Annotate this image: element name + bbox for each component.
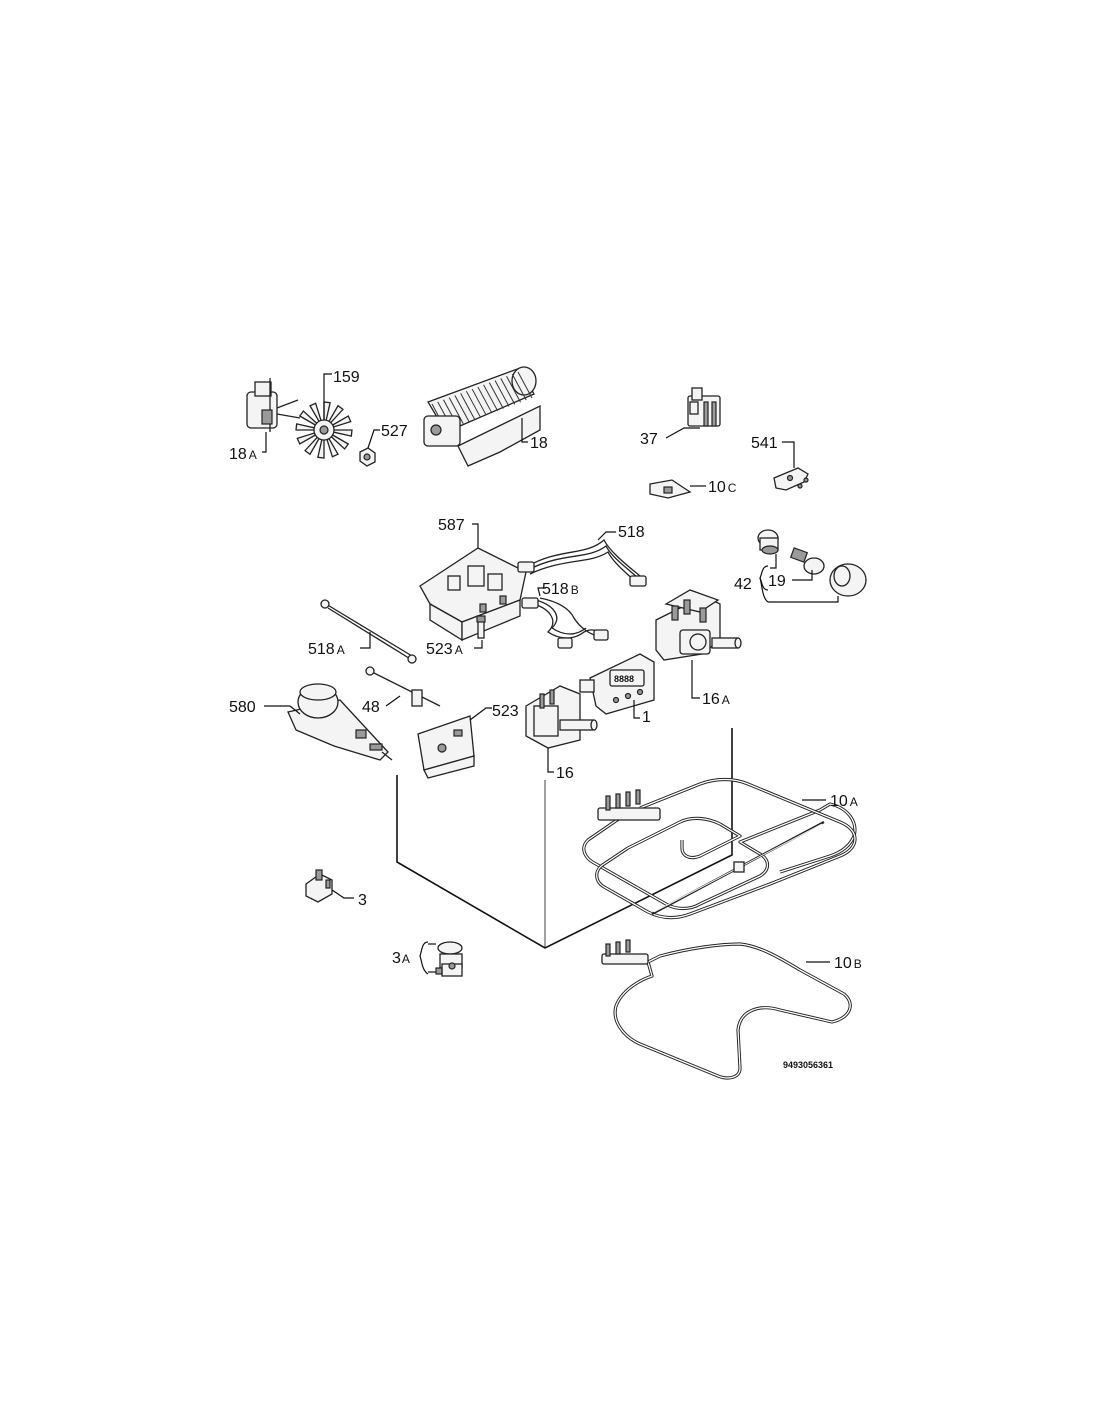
lamp-cover[interactable]	[829, 563, 867, 597]
grill-heating-element-10a[interactable]	[582, 777, 857, 920]
wire-harness-518b[interactable]	[521, 597, 609, 649]
fan-rib	[517, 371, 533, 399]
callout-1: 1	[642, 709, 651, 726]
fan-blade-vane	[317, 439, 325, 459]
fan-rib	[511, 373, 527, 401]
callout-159: 159	[333, 369, 360, 386]
callout-523: 523	[492, 703, 519, 720]
lamp-bulb-19[interactable]	[789, 547, 825, 575]
electronic-timer-1[interactable]: 8888	[579, 653, 655, 715]
callout-18: 18	[530, 435, 548, 452]
callout-3: 3	[358, 892, 367, 909]
door-switch-37[interactable]	[687, 387, 721, 427]
fan-rib	[488, 382, 504, 409]
bottom-heating-element-10b[interactable]	[601, 939, 852, 1080]
thermal-cutout-3a[interactable]	[435, 941, 463, 977]
brace-3a	[419, 941, 436, 975]
fan-rib	[494, 380, 510, 407]
callout-3a: 3A	[392, 950, 410, 967]
function-switch-16[interactable]	[525, 685, 598, 749]
callout-48: 48	[362, 699, 380, 716]
connector-10c[interactable]	[649, 479, 692, 499]
fan-blade-159[interactable]	[295, 401, 353, 459]
wire-harness-518[interactable]	[517, 538, 647, 587]
control-board-587[interactable]	[419, 547, 527, 642]
appliance-frame-outline	[396, 728, 733, 949]
fan-rib	[448, 397, 464, 424]
fan-blade-vane	[295, 423, 315, 431]
sensor-523a[interactable]	[476, 615, 486, 639]
callout-580: 580	[229, 699, 256, 716]
fan-rib	[454, 395, 470, 422]
fan-rib	[506, 376, 521, 403]
fan-rib	[460, 393, 476, 420]
fan-blade-vane	[323, 401, 331, 421]
tangential-fan-18[interactable]	[423, 366, 541, 467]
brace-42	[759, 554, 839, 603]
callout-16: 16	[556, 765, 574, 782]
callout-518: 518	[618, 524, 645, 541]
bracket-541[interactable]	[773, 467, 809, 491]
rod-48[interactable]	[365, 666, 441, 707]
callout-587: 587	[438, 517, 465, 534]
lamp-socket[interactable]	[757, 529, 779, 555]
fan-rib	[471, 388, 487, 416]
callout-541: 541	[751, 435, 778, 452]
sensor-wire-518a[interactable]	[320, 599, 417, 664]
callout-527: 527	[381, 423, 408, 440]
drawing-number: 9493056361	[783, 1060, 833, 1070]
callout-19: 19	[768, 573, 786, 590]
mounting-bracket-523[interactable]	[417, 715, 475, 779]
fan-blade-vane	[333, 429, 353, 437]
fan-rib	[483, 384, 499, 412]
callout-42: 42	[734, 576, 752, 593]
fan-motor-18a[interactable]	[246, 378, 301, 432]
selector-switch-16a[interactable]	[655, 589, 742, 661]
nut-527[interactable]	[359, 447, 376, 467]
callout-37: 37	[640, 431, 658, 448]
thermal-cutout-3[interactable]	[305, 869, 333, 903]
fan-rib	[465, 390, 481, 418]
cooling-fan-motor-580[interactable]	[287, 683, 393, 761]
timer-display: 8888	[614, 674, 634, 684]
fan-rib	[477, 386, 493, 414]
fan-rib	[500, 378, 516, 405]
